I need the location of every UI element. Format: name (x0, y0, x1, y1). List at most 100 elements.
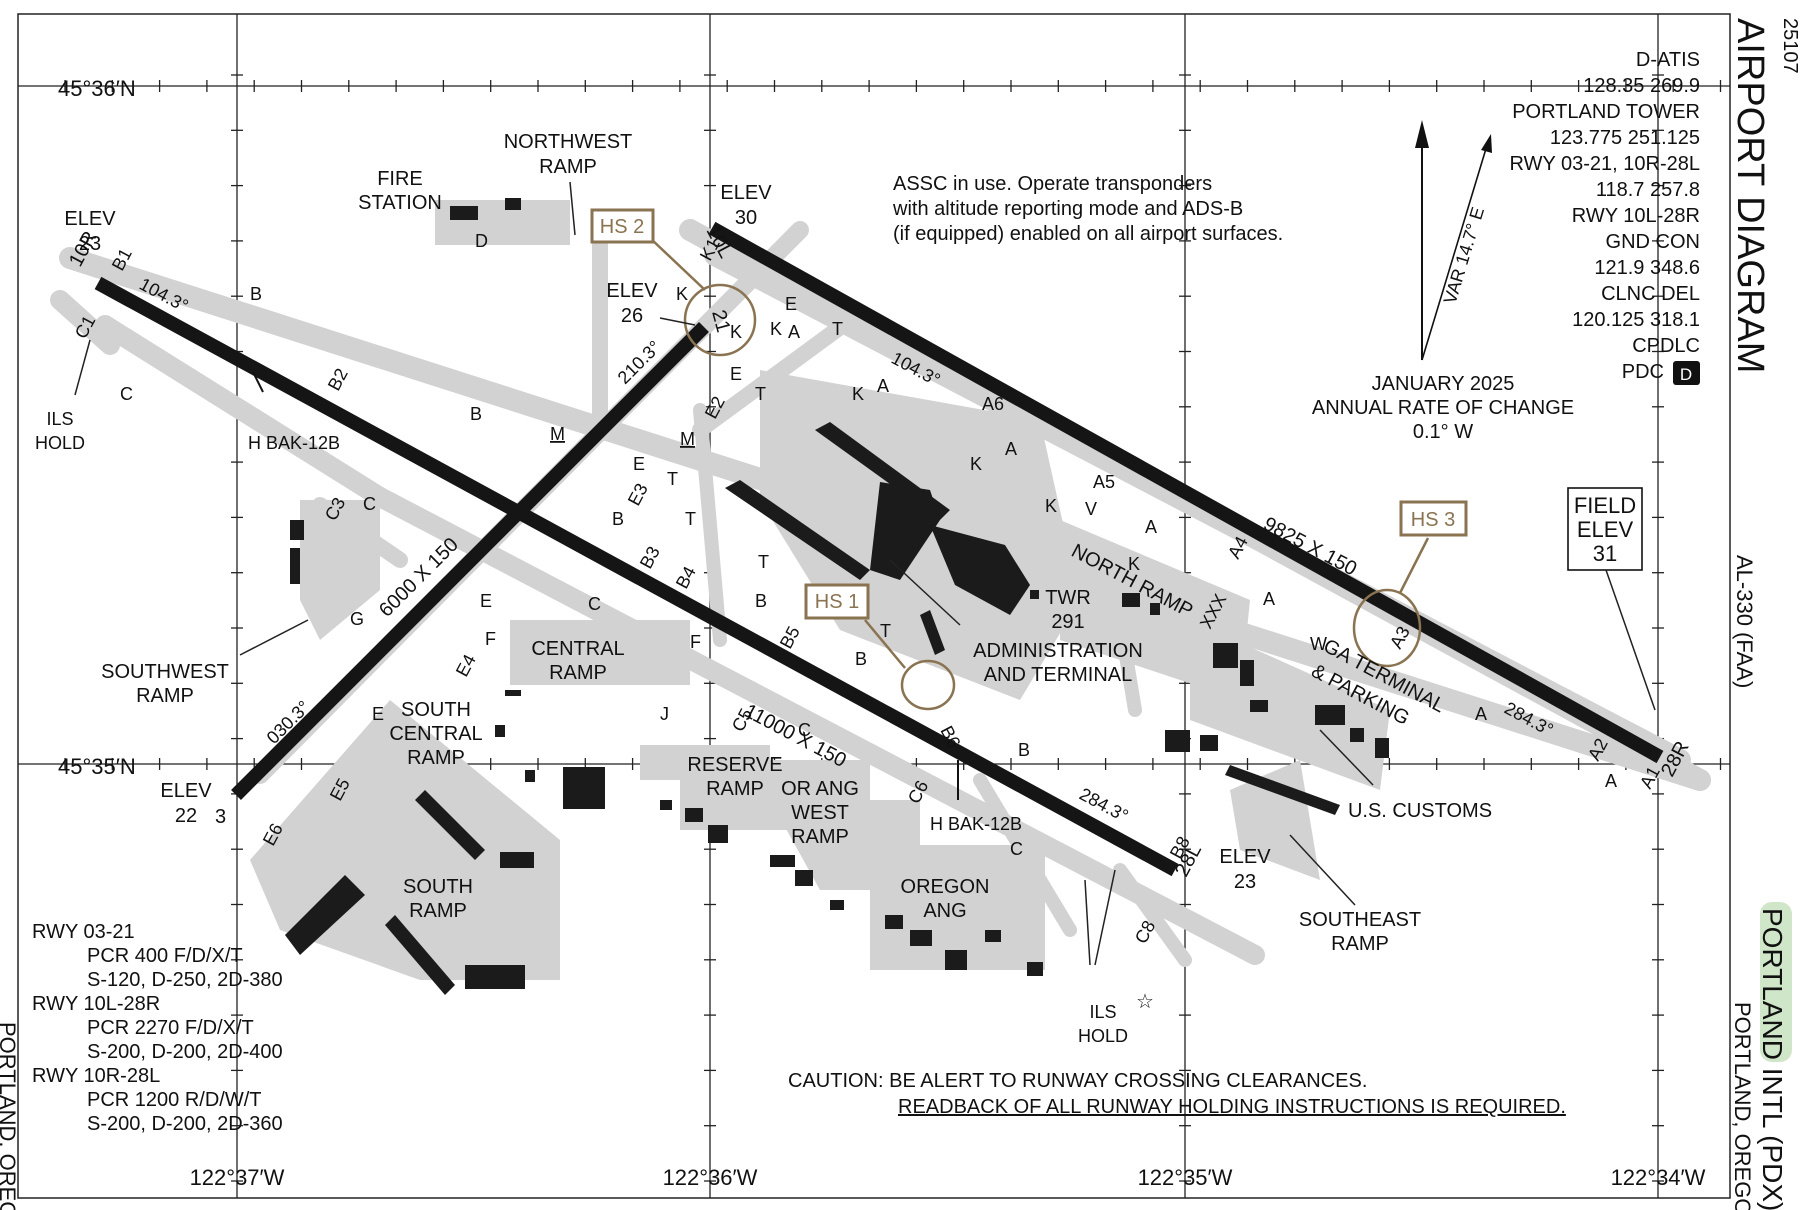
north-ramp-hangar-1 (1122, 593, 1140, 607)
south-ramp-hangar-3 (465, 965, 525, 989)
southwest-ramp-apron (300, 500, 380, 640)
oregon-ang-line-1: OREGON (901, 876, 990, 898)
reserve-ramp-building-2 (685, 808, 703, 822)
south-central-ramp-line-1: SOUTH (401, 699, 471, 721)
twy-A-5: A (1263, 589, 1275, 609)
twy-E-2: E (372, 704, 384, 724)
pdc-badge-letter: D (1680, 365, 1692, 384)
elev-10R-value: 23 (79, 233, 101, 255)
twy-E-4: E (730, 364, 742, 384)
twy-E4: E4 (452, 651, 480, 680)
elev-21-label: ELEV (606, 280, 658, 302)
twy-B3: B3 (636, 543, 664, 572)
ils-hold-leader-2 (1094, 869, 1116, 966)
customs-hangar-2 (1200, 735, 1218, 751)
terminal-main (870, 482, 940, 580)
freq-line-2: PORTLAND TOWER (1512, 101, 1700, 123)
twy-B-4: B (755, 591, 767, 611)
magnetic-north-arrowhead (1481, 134, 1492, 153)
mag-rate-label: ANNUAL RATE OF CHANGE (1312, 397, 1574, 419)
pdc-badge-icon (1673, 361, 1700, 385)
northwest-ramp-line-2: RAMP (539, 156, 597, 178)
elev-10R-label: ELEV (64, 208, 116, 230)
ils-hold-leader-1 (1084, 879, 1091, 966)
twy-A-7: A (1605, 771, 1617, 791)
southwest-hangar-2 (290, 548, 300, 584)
twy-K-4: K (852, 384, 864, 404)
left-edge-text: PORTLAND, OREGON (0, 1022, 20, 1210)
graticule (18, 14, 1730, 1198)
twy-K-7: K (1128, 554, 1140, 574)
freq-line-4: RWY 03-21, 10R-28L (1510, 153, 1700, 175)
twy-A-6: A (1475, 704, 1487, 724)
southeast-ramp-line-2: RAMP (1331, 933, 1389, 955)
caution-line-2: READBACK OF ALL RUNWAY HOLDING INSTRUCTI… (898, 1096, 1566, 1118)
ga-building-3 (1375, 738, 1389, 758)
southeast-ramp-line-1: SOUTHEAST (1299, 909, 1421, 931)
ga-hangar-1 (1213, 643, 1238, 668)
buildings (285, 198, 1389, 995)
chart-title: AIRPORT DIAGRAM (1729, 18, 1771, 373)
ils-hold-east-line-1: ILS (1089, 1002, 1116, 1022)
twy-G: G (350, 609, 364, 629)
assc-note-line-3: (if equipped) enabled on all airport sur… (893, 223, 1283, 245)
twy-W: W (1310, 634, 1327, 654)
pavement-line-3: RWY 10L-28R (32, 993, 160, 1015)
hot-spot-2-leader (649, 237, 706, 291)
margin-titles: 25107 AIRPORT DIAGRAM AL-330 (FAA) PORTL… (0, 18, 1801, 1210)
leaders: ☆ (74, 181, 1374, 1013)
ils-hold-west-line-1: ILS (46, 409, 73, 429)
nw-ramp-leader (569, 181, 576, 236)
true-north-arrowhead (1415, 120, 1429, 148)
elev-21-leader (659, 317, 696, 326)
twy-C-5: C (1010, 839, 1023, 859)
lon-35-label: 122°35′W (1138, 1165, 1233, 1190)
chart-border (17, 13, 1731, 1199)
or-ang-west-line-2: WEST (791, 802, 849, 824)
or-ang-west-line-3: RAMP (791, 826, 849, 848)
hot-spot-1-label: HS 1 (815, 591, 859, 613)
hot-spots: HS 2 HS 1 HS 3 (590, 208, 1468, 711)
central-ramp-line-1: CENTRAL (531, 638, 624, 660)
twy-T-6: T (880, 621, 891, 641)
elevation-labels: ELEV 23 ELEV 30 ELEV 26 ELEV 22 ELEV 23 … (64, 182, 1636, 893)
twy-F-1: F (485, 629, 496, 649)
twy-M-2: M (680, 429, 695, 449)
elev-28L-label: ELEV (1219, 846, 1271, 868)
taxiway-m (693, 403, 727, 647)
twy-B-1: B (250, 284, 262, 304)
pavement-strength: RWY 03-21 PCR 400 F/D/X/T S-120, D-250, … (32, 921, 283, 1135)
assc-note-line-1: ASSC in use. Operate transponders (893, 173, 1212, 195)
hot-spot-3-box (1399, 500, 1468, 537)
pavement-line-1: PCR 400 F/D/X/T (87, 945, 243, 967)
south-central-building (525, 770, 535, 782)
se-ramp-leader (1289, 834, 1356, 906)
lon-37-label: 122°37′W (190, 1165, 285, 1190)
reserve-ramp-line-2: RAMP (706, 778, 764, 800)
control-tower-marker (1030, 590, 1039, 599)
twy-A-4: A (1145, 517, 1157, 537)
oregon-ang-building-5 (1027, 962, 1043, 976)
south-central-ramp-line-2: CENTRAL (389, 723, 482, 745)
south-ramp-line-1: SOUTH (403, 876, 473, 898)
northwest-ramp-building (505, 198, 521, 210)
pavement-line-4: PCR 2270 F/D/X/T (87, 1017, 254, 1039)
twy-T-3: T (667, 469, 678, 489)
coordinates: 45°36′N 45°35′N 122°37′W 122°36′W 122°35… (58, 76, 1706, 1190)
taxiway-connector-4 (1113, 863, 1192, 967)
star-icon: ☆ (1136, 991, 1154, 1013)
south-ramp-hangar-row-2 (385, 915, 455, 995)
twy-B4: B4 (672, 563, 700, 592)
terminal-concourse-south (725, 480, 870, 580)
oregon-ang-building-4 (985, 930, 1001, 942)
hot-spot-1-ring (900, 659, 956, 711)
freq-line-12: PDC (1622, 361, 1664, 383)
elev-3-value: 22 (175, 805, 197, 827)
hot-spot-3-ring (1352, 588, 1422, 668)
pavement-line-8: S-200, D-200, 2D-360 (87, 1113, 283, 1135)
oregon-ang-building-3 (945, 950, 967, 970)
field-elev-line-3: 31 (1593, 541, 1617, 566)
hot-spot-2-label: HS 2 (600, 216, 644, 238)
twy-T-1: T (832, 319, 843, 339)
twy-A6: A6 (982, 394, 1004, 414)
